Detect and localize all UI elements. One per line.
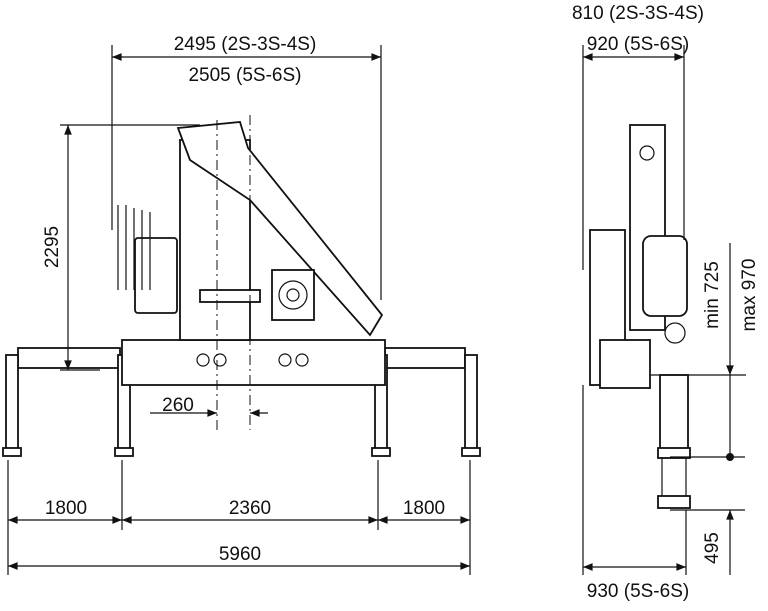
base-label: 2360 — [229, 498, 271, 519]
offset-label: 260 — [162, 395, 194, 416]
outrigger-left-label: 1800 — [45, 498, 87, 519]
side-width-label-2s4s: 810 (2S-3S-4S) — [572, 3, 704, 24]
side-width-label-5s6s: 920 (5S-6S) — [587, 34, 689, 55]
stroke-label: 495 — [702, 532, 723, 564]
width-label-5s6s: 2505 (5S-6S) — [188, 65, 301, 86]
front-view-crane — [2, 121, 481, 457]
min-height-label: min 725 — [702, 261, 723, 329]
width-label-2s4s: 2495 (2S-3S-4S) — [174, 34, 317, 55]
max-height-label: max 970 — [739, 259, 760, 332]
side-view-crane — [589, 124, 691, 509]
height-label: 2295 — [42, 226, 63, 268]
front-dimensions — [7, 45, 471, 575]
foot-width-label: 930 (5S-6S) — [587, 581, 689, 602]
total-span-label: 5960 — [219, 544, 261, 565]
outrigger-right-label: 1800 — [403, 498, 445, 519]
side-dimensions — [582, 45, 746, 575]
